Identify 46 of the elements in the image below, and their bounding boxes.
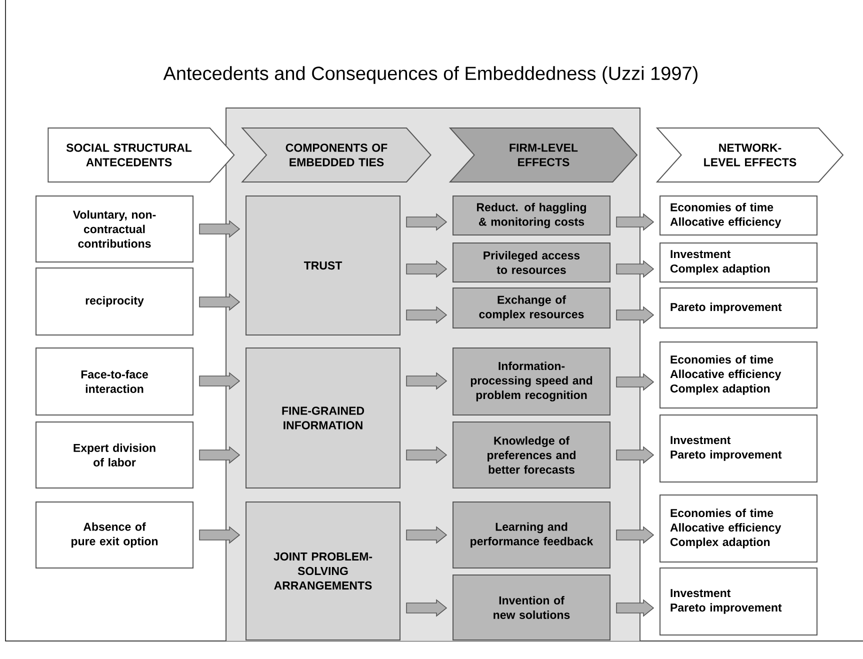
- block-arrow: [406, 260, 448, 278]
- block-arrow: [199, 293, 240, 311]
- outcome-box: Investment Pareto improvement: [660, 568, 818, 636]
- outcome-box: Investment Pareto improvement: [660, 414, 818, 482]
- effect-box: Learning and performance feedback: [452, 502, 610, 568]
- effect-box: Reduct. of haggling & monitoring costs: [452, 196, 610, 236]
- block-arrow: [199, 446, 240, 464]
- block-arrow: [199, 220, 240, 238]
- column-heading: COMPONENTS OF EMBEDDED TIES: [241, 128, 432, 182]
- block-arrow: [199, 526, 240, 544]
- effect-box: Exchange of complex resources: [452, 288, 610, 328]
- outcome-box: Pareto improvement: [660, 288, 818, 328]
- block-arrow: [199, 372, 240, 390]
- component-box: JOINT PROBLEM-SOLVING ARRANGEMENTS: [246, 502, 400, 640]
- column-heading: SOCIAL STRUCTURAL ANTECEDENTS: [48, 128, 235, 182]
- component-box: TRUST: [246, 196, 400, 336]
- outcome-box: Economies of time Allocative efficiency Complex adaption: [660, 494, 818, 562]
- block-arrow: [616, 260, 654, 278]
- block-arrow: [616, 446, 654, 464]
- effect-box: Invention of new solutions: [452, 574, 610, 640]
- component-box: FINE-GRAINED INFORMATION: [246, 348, 400, 488]
- outcome-box: Economies of time Allocative efficiency: [660, 196, 818, 236]
- block-arrow: [616, 373, 654, 391]
- column-heading: FIRM-LEVEL EFFECTS: [448, 128, 638, 182]
- block-arrow: [616, 526, 654, 544]
- block-arrow: [616, 306, 654, 324]
- column-heading: NETWORK-LEVEL EFFECTS: [656, 128, 844, 182]
- block-arrow: [616, 599, 654, 617]
- outcome-box: Economies of time Allocative efficiency Complex adaption: [660, 342, 818, 408]
- block-arrow: [406, 446, 448, 464]
- block-arrow: [616, 213, 654, 231]
- effect-box: Information-processing speed and problem recognition: [452, 348, 610, 416]
- block-arrow: [406, 372, 448, 390]
- effect-box: Knowledge of preferences and better forecasts: [452, 422, 610, 488]
- title: Antecedents and Consequences of Embeddedness (Uzzi 1997): [163, 66, 698, 84]
- antecedent-box: Expert division of labor: [36, 422, 194, 488]
- antecedent-box: reciprocity: [36, 268, 194, 336]
- outcome-box: Investment Complex adaption: [660, 242, 818, 282]
- effect-box: Privileged access to resources: [452, 242, 610, 282]
- antecedent-box: Voluntary, non-contractual contributions: [36, 196, 194, 262]
- antecedent-box: Absence of pure exit option: [36, 502, 194, 568]
- block-arrow: [406, 599, 448, 617]
- block-arrow: [406, 526, 448, 544]
- block-arrow: [406, 213, 448, 231]
- antecedent-box: Face-to-face interaction: [36, 348, 194, 416]
- block-arrow: [406, 306, 448, 324]
